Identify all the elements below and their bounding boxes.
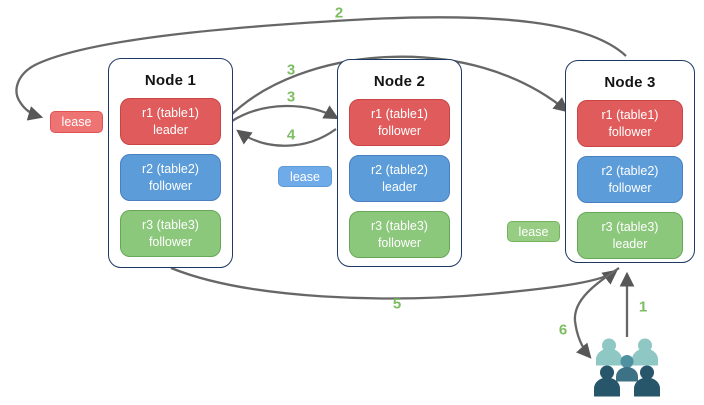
users-icon bbox=[594, 338, 660, 397]
step-label-4: 4 bbox=[286, 126, 296, 144]
node-2-replica-r1: r1 (table1) follower bbox=[349, 99, 450, 146]
replica-role: follower bbox=[608, 124, 652, 139]
node-2-card: Node 2 r1 (table1) follower r2 (table2) … bbox=[337, 59, 462, 267]
step-label-3b: 3 bbox=[286, 88, 296, 106]
lease-badge-blue: lease bbox=[278, 166, 332, 187]
replica-role: follower bbox=[148, 234, 193, 249]
node-1-replica-r2: r2 (table2) follower bbox=[120, 154, 221, 201]
arrow-step-3-node1-to-node2 bbox=[231, 104, 339, 122]
replica-role: follower bbox=[377, 235, 422, 250]
replica-name: r1 (table1) bbox=[601, 108, 659, 122]
arrow-step-3-node1-to-node3 bbox=[228, 55, 569, 118]
node-2-title: Node 2 bbox=[373, 73, 426, 90]
replica-role: leader bbox=[153, 122, 188, 137]
replica-name: r2 (table2) bbox=[371, 163, 428, 177]
node-1-replica-r1: r1 (table1) leader bbox=[120, 98, 221, 145]
node-3-replica-r1: r1 (table1) follower bbox=[577, 100, 683, 147]
node-2-replica-r3: r3 (table3) follower bbox=[349, 211, 450, 258]
arrow-step-6-node3-to-users bbox=[573, 267, 620, 359]
node-1-card: Node 1 r1 (table1) leader r2 (table2) fo… bbox=[108, 58, 233, 268]
node-1-title: Node 1 bbox=[144, 72, 197, 89]
replica-name: r1 (table1) bbox=[142, 106, 199, 120]
node-3-replica-r3: r3 (table3) leader bbox=[577, 212, 683, 259]
replica-name: r2 (table2) bbox=[601, 164, 659, 178]
replica-name: r3 (table3) bbox=[601, 220, 659, 234]
step-label-6: 6 bbox=[558, 321, 568, 339]
replica-name: r3 (table3) bbox=[371, 219, 428, 233]
node-3-card: Node 3 r1 (table1) follower r2 (table2) … bbox=[565, 60, 695, 263]
replica-role: leader bbox=[612, 236, 648, 251]
step-label-5: 5 bbox=[392, 295, 402, 313]
arrow-step-2-node3-to-lease1 bbox=[15, 16, 627, 121]
node-3-replica-r2: r2 (table2) follower bbox=[577, 156, 683, 203]
replica-name: r1 (table1) bbox=[371, 107, 428, 121]
replica-name: r3 (table3) bbox=[142, 218, 199, 232]
step-label-3a: 3 bbox=[286, 61, 296, 79]
arrow-step-4-node2-to-node1 bbox=[236, 128, 337, 147]
step-label-2: 2 bbox=[334, 4, 344, 22]
replica-role: follower bbox=[608, 180, 652, 195]
step-label-1: 1 bbox=[638, 298, 648, 316]
replica-name: r2 (table2) bbox=[142, 162, 199, 176]
node-2-replica-r2: r2 (table2) leader bbox=[349, 155, 450, 202]
lease-badge-green: lease bbox=[507, 221, 560, 242]
node-3-title: Node 3 bbox=[604, 74, 656, 91]
node-1-replica-r3: r3 (table3) follower bbox=[120, 210, 221, 257]
replica-role: follower bbox=[148, 178, 193, 193]
replica-role: follower bbox=[377, 123, 422, 138]
arrow-step-5-node1-to-node3 bbox=[170, 266, 618, 300]
lease-badge-red: lease bbox=[50, 111, 103, 133]
replica-role: leader bbox=[382, 179, 417, 194]
